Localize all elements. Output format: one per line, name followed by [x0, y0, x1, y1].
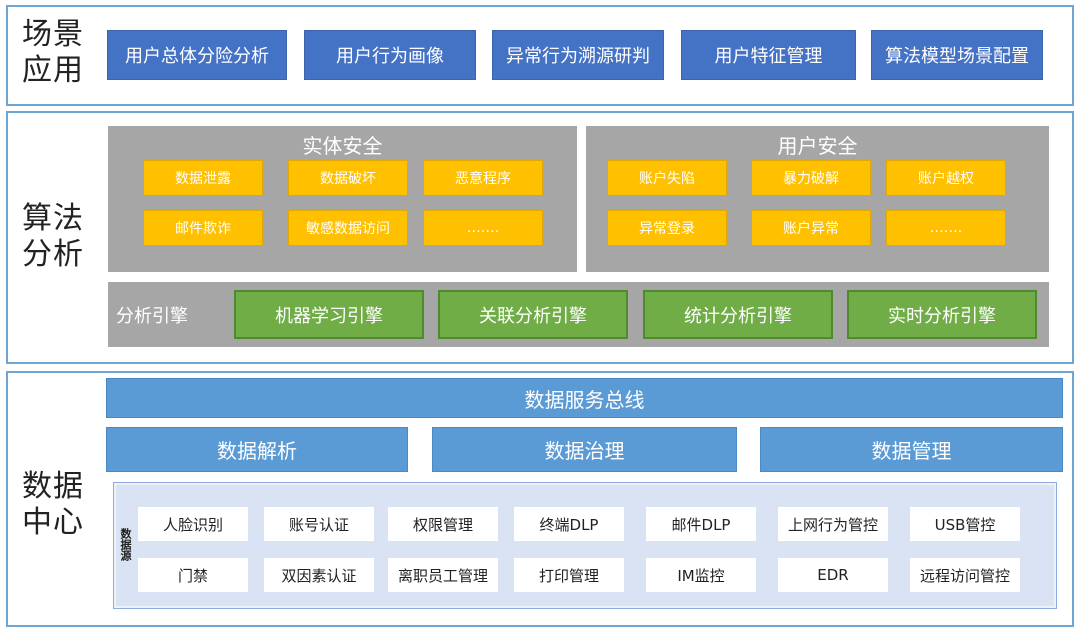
- user-security-panel: [586, 126, 1049, 272]
- source-mail-dlp: 邮件DLP: [646, 507, 756, 541]
- entity-item-sensitive-access: 敏感数据访问: [288, 210, 408, 246]
- user-item-abnormal-login: 异常登录: [607, 210, 727, 246]
- entity-item-mail-fraud: 邮件欺诈: [143, 210, 263, 246]
- entity-item-data-leak: 数据泄露: [143, 160, 263, 196]
- data-management: 数据管理: [760, 427, 1063, 472]
- engine-realtime: 实时分析引擎: [847, 290, 1037, 339]
- user-item-privilege-escalation: 账户越权: [886, 160, 1006, 196]
- algo-title: 算法 分析: [22, 201, 84, 272]
- data-source-label: 数据源: [119, 528, 132, 561]
- engine-statistics: 统计分析引擎: [643, 290, 833, 339]
- entity-security-panel: [108, 126, 577, 272]
- scene-item-behavior-profile: 用户行为画像: [304, 30, 476, 80]
- source-remote-access: 远程访问管控: [910, 558, 1020, 592]
- engine-ml: 机器学习引擎: [234, 290, 424, 339]
- engine-correlation: 关联分析引擎: [438, 290, 628, 339]
- data-governance: 数据治理: [432, 427, 737, 472]
- scene-title: 场景 应用: [22, 17, 84, 88]
- data-parsing: 数据解析: [106, 427, 408, 472]
- data-service-bus: 数据服务总线: [106, 378, 1063, 418]
- source-edr: EDR: [778, 558, 888, 592]
- entity-item-malware: 恶意程序: [423, 160, 543, 196]
- scene-item-model-config: 算法模型场景配置: [871, 30, 1043, 80]
- source-departed-staff: 离职员工管理: [388, 558, 498, 592]
- user-security-title: 用户安全: [777, 134, 858, 158]
- source-two-factor: 双因素认证: [264, 558, 374, 592]
- user-item-brute-force: 暴力破解: [751, 160, 871, 196]
- datacenter-title: 数据 中心: [22, 469, 84, 540]
- source-usb-control: USB管控: [910, 507, 1020, 541]
- scene-item-feature-mgmt: 用户特征管理: [681, 30, 856, 80]
- source-im-monitor: IM监控: [646, 558, 756, 592]
- source-web-behavior: 上网行为管控: [778, 507, 888, 541]
- scene-item-risk-analysis: 用户总体分险分析: [107, 30, 287, 80]
- source-permission-mgmt: 权限管理: [388, 507, 498, 541]
- engine-label: 分析引擎: [116, 306, 188, 327]
- entity-item-more: …….: [423, 210, 543, 246]
- source-access-control: 门禁: [138, 558, 248, 592]
- source-account-auth: 账号认证: [264, 507, 374, 541]
- user-item-more: …….: [886, 210, 1006, 246]
- entity-item-data-damage: 数据破坏: [288, 160, 408, 196]
- source-print-mgmt: 打印管理: [514, 558, 624, 592]
- user-item-account-compromise: 账户失陷: [607, 160, 727, 196]
- source-face-recognition: 人脸识别: [138, 507, 248, 541]
- scene-item-trace-analysis: 异常行为溯源研判: [492, 30, 664, 80]
- source-endpoint-dlp: 终端DLP: [514, 507, 624, 541]
- user-item-account-anomaly: 账户异常: [751, 210, 871, 246]
- entity-security-title: 实体安全: [302, 134, 383, 158]
